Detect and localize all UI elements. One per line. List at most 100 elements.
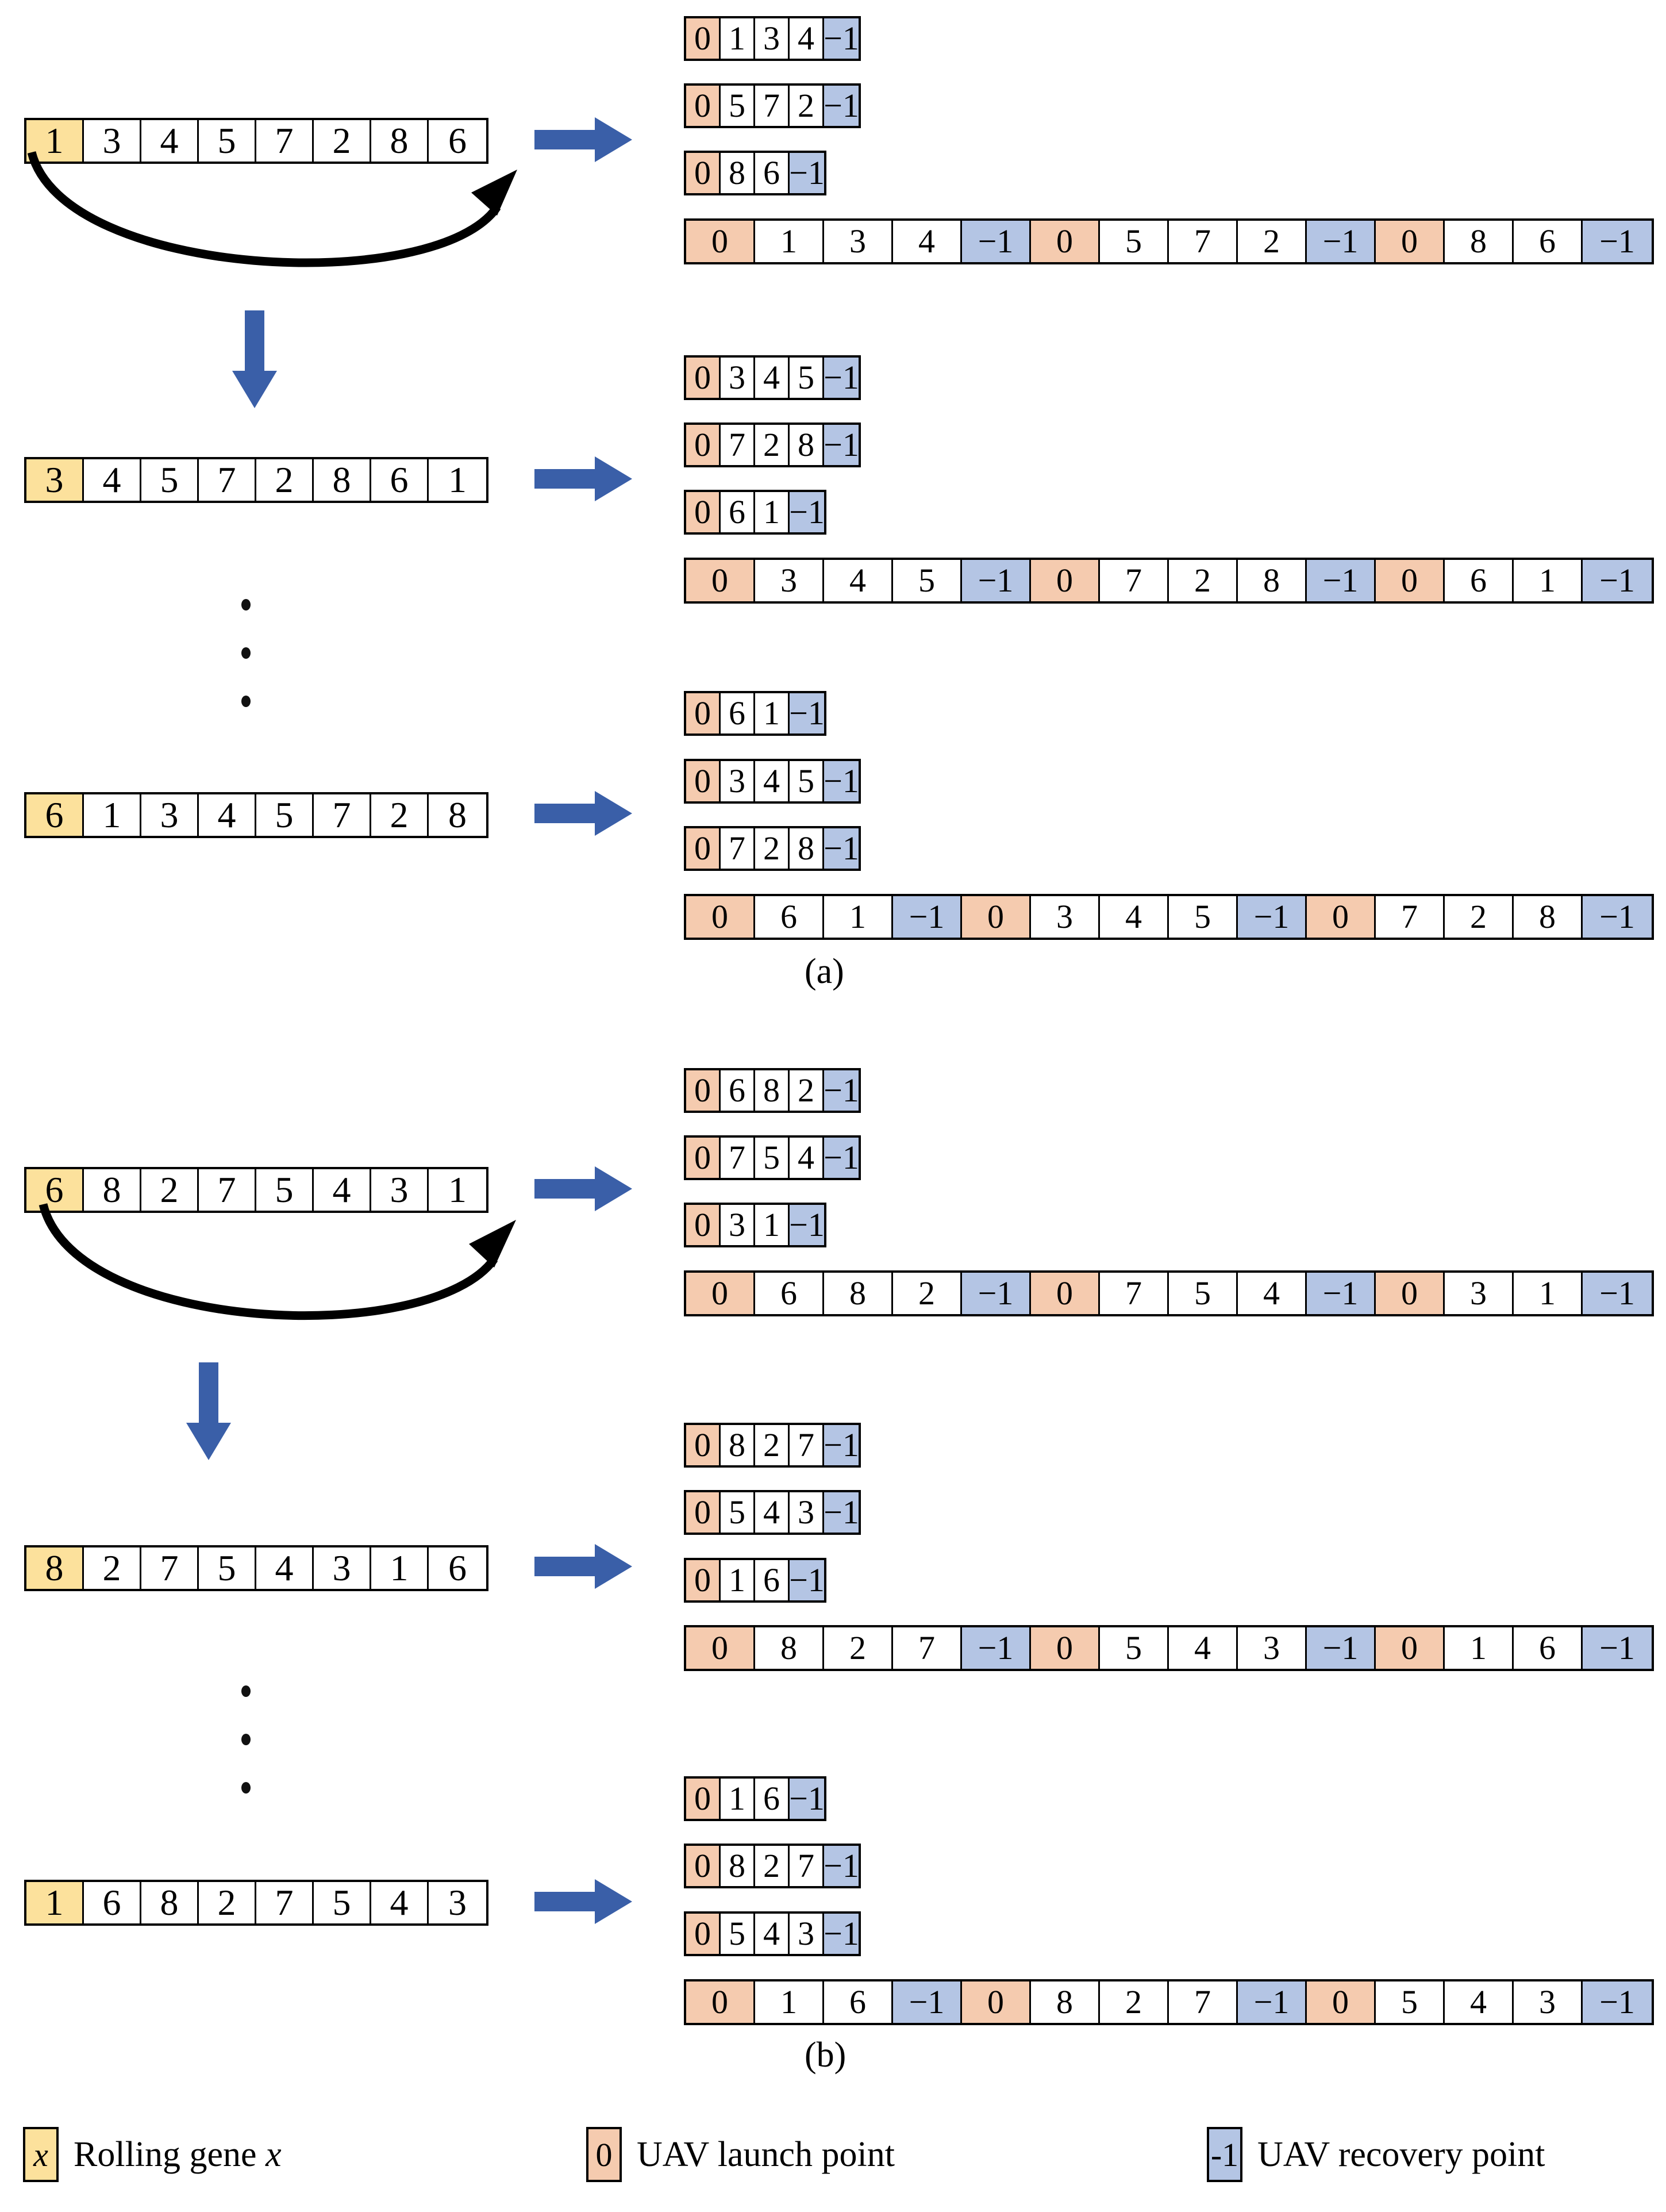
sub-route-cell: 6 (721, 693, 755, 734)
sub-route-cell: 0 (686, 1914, 721, 1954)
legend-label-recovery-point: UAV recovery point (1257, 2134, 1545, 2174)
gene-cell: 6 (26, 794, 84, 836)
sub-route-cell: 5 (790, 358, 824, 398)
gene-cell: 6 (371, 459, 429, 501)
chromosome-cell: 8 (1445, 221, 1514, 262)
sub-route-cell: −1 (789, 1560, 825, 1600)
sub-route-cell: 5 (790, 761, 824, 801)
sub-route-cell: 4 (790, 18, 824, 59)
chromosome-cell: −1 (962, 560, 1031, 601)
gene-cell: 3 (429, 1882, 486, 1923)
sub-route-cell: 0 (686, 761, 721, 801)
right-arrow-icon (534, 791, 632, 836)
chromosome-cell: 0 (1031, 1627, 1100, 1669)
chromosome-cell: −1 (893, 896, 962, 938)
down-arrow-icon (186, 1362, 231, 1460)
sub-route-cell: 3 (790, 1492, 824, 1533)
gene-cell: 8 (314, 459, 371, 501)
chromosome-cell: 8 (1031, 1981, 1100, 2023)
sub-route-cell: −1 (824, 1914, 859, 1954)
chromosome-cell: 2 (1100, 1981, 1169, 2023)
sub-route-cell: 2 (755, 425, 790, 465)
sub-route-cell: 0 (686, 18, 721, 59)
sub-route-cell: −1 (789, 1779, 825, 1819)
sub-route-cell: 3 (721, 358, 755, 398)
gene-cell: 2 (199, 1882, 256, 1923)
chromosome-cell: 0 (686, 1273, 755, 1314)
gene-cell: 4 (141, 120, 199, 162)
sub-route-cell: 2 (755, 828, 790, 869)
chromosome-cell: 5 (1376, 1981, 1445, 2023)
sub-route-cell: −1 (824, 1138, 859, 1178)
chromosome-cell: 7 (1169, 221, 1238, 262)
sub-route-cell: 5 (755, 1138, 790, 1178)
gene-cell: 3 (141, 794, 199, 836)
chromosome-cell: 6 (1514, 221, 1583, 262)
chromosome-cell: 1 (1514, 560, 1583, 601)
gene-cell: 1 (429, 459, 486, 501)
sub-route-cell: 0 (686, 1560, 721, 1600)
rolling-curve-arrow-icon (39, 1203, 516, 1320)
chromosome-cell: 4 (893, 221, 962, 262)
sub-route-cell: 1 (721, 1779, 755, 1819)
chromosome-cell: 0 (1376, 560, 1445, 601)
chromosome-cell: 4 (1238, 1273, 1307, 1314)
gene-cell: 6 (84, 1882, 141, 1923)
chromosome-cell: −1 (1583, 560, 1652, 601)
sub-route-cell: 2 (755, 1425, 790, 1465)
chromosome-cell: 6 (755, 896, 824, 938)
gene-cell: 1 (429, 1169, 486, 1211)
sub-route-cell: 0 (686, 1425, 721, 1465)
gene-cell: 7 (256, 1882, 314, 1923)
gene-cell: 5 (256, 1169, 314, 1211)
sub-route-cell: −1 (824, 1492, 859, 1533)
gene-cell: 6 (429, 1547, 486, 1589)
ellipsis-dot (241, 1782, 251, 1794)
gene-cell: 6 (26, 1169, 84, 1211)
chromosome-cell: 0 (686, 560, 755, 601)
chromosome-cell: 3 (824, 221, 893, 262)
gene-cell: 4 (371, 1882, 429, 1923)
chromosome-cell: 0 (1031, 560, 1100, 601)
chromosome-cell: 7 (1100, 560, 1169, 601)
sub-route-cell: 0 (686, 1779, 721, 1819)
gene-cell: 2 (141, 1169, 199, 1211)
sub-route-cell: 1 (721, 1560, 755, 1600)
chromosome-cell: −1 (1583, 221, 1652, 262)
gene-cell: 4 (256, 1547, 314, 1589)
sub-route-cell: 2 (755, 1846, 790, 1886)
legend-swatch-rolling-gene: x (23, 2127, 59, 2182)
sub-route-cell: 2 (790, 1070, 824, 1111)
chromosome-cell: −1 (1307, 1627, 1376, 1669)
chromosome-cell: 5 (1169, 896, 1238, 938)
sub-route-cell: −1 (824, 425, 859, 465)
gene-cell: 3 (26, 459, 84, 501)
sub-route-cell: 7 (721, 425, 755, 465)
chromosome-cell: 7 (1169, 1981, 1238, 2023)
sub-route-cell: 6 (755, 1779, 790, 1819)
chromosome-cell: 6 (824, 1981, 893, 2023)
sub-route-cell: 0 (686, 492, 721, 532)
vertical-ellipsis (241, 581, 251, 725)
sub-route-cell: 0 (686, 425, 721, 465)
sub-route-cell: 6 (755, 1560, 790, 1600)
chromosome-cell: −1 (893, 1981, 962, 2023)
chromosome-cell: 6 (1445, 560, 1514, 601)
chromosome-cell: 4 (1169, 1627, 1238, 1669)
gene-cell: 8 (84, 1169, 141, 1211)
gene-cell: 3 (314, 1547, 371, 1589)
sub-route-cell: 8 (721, 1425, 755, 1465)
sub-route-cell: 1 (755, 1205, 790, 1245)
gene-cell: 2 (371, 794, 429, 836)
ellipsis-dot (241, 696, 251, 707)
chromosome-cell: 5 (893, 560, 962, 601)
